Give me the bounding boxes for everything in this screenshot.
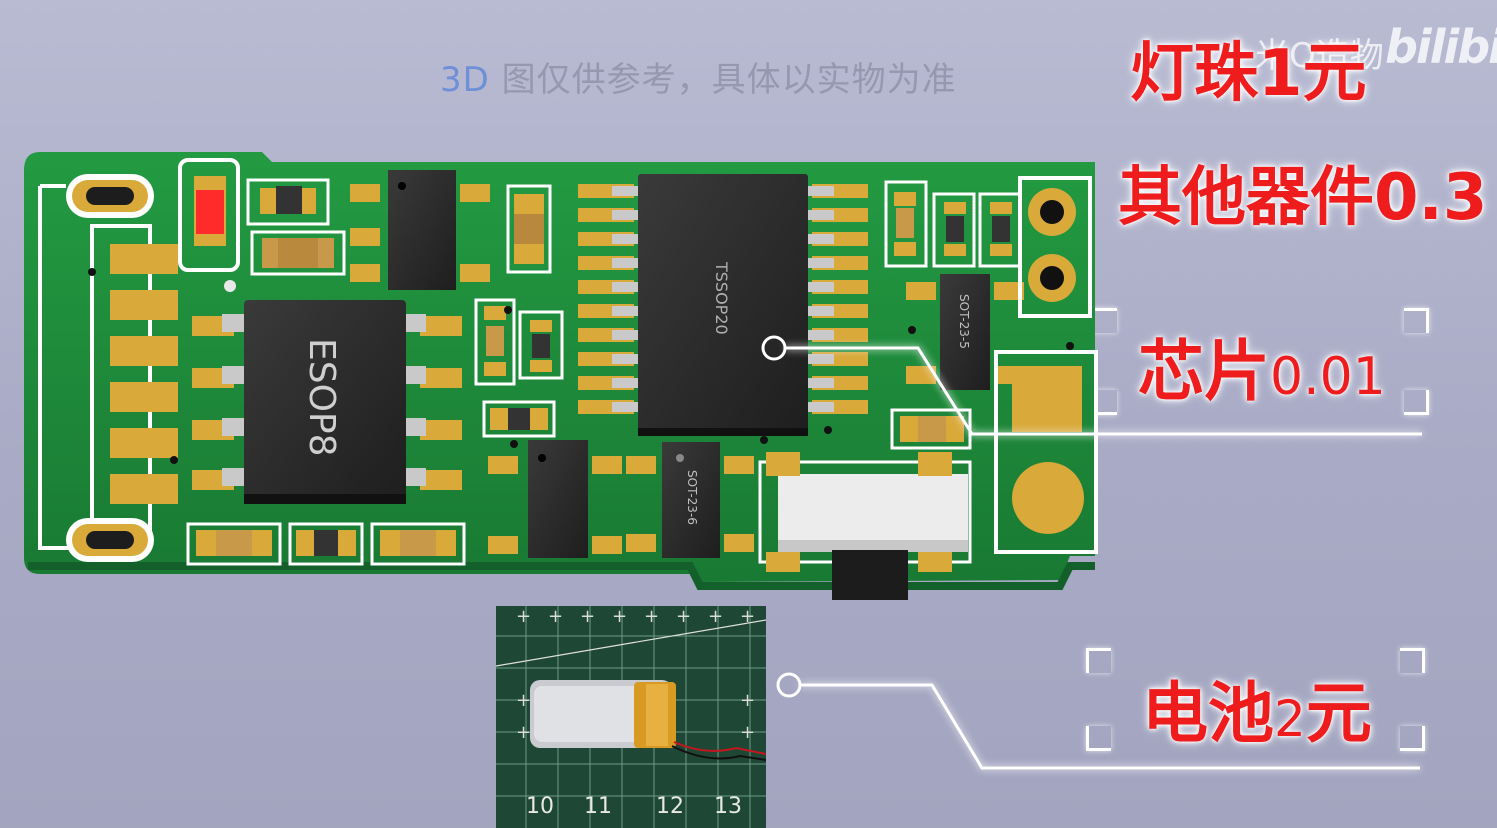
sot23-marking-a: SOT-23-6 bbox=[685, 470, 699, 525]
battery-bracket-tl bbox=[1086, 648, 1111, 673]
ruler-tick-10: 10 bbox=[526, 794, 554, 819]
svg-text:+: + bbox=[740, 606, 755, 627]
led-price-label: 灯珠1元 bbox=[1130, 37, 1367, 111]
svg-text:+: + bbox=[740, 690, 755, 711]
callout-chip bbox=[761, 335, 1422, 436]
svg-text:+: + bbox=[676, 606, 691, 627]
svg-text:+: + bbox=[548, 606, 563, 627]
through-hole-pins bbox=[1018, 176, 1092, 318]
sot23-right: SOT-23-5 bbox=[906, 274, 1024, 390]
mount-slot-bottom bbox=[66, 518, 154, 562]
bilibili-logo: bilibili bbox=[1385, 20, 1497, 74]
svg-text:+: + bbox=[612, 606, 627, 627]
svg-text:+: + bbox=[740, 722, 755, 743]
sot-top bbox=[350, 170, 490, 290]
chip-label-main: 芯片 bbox=[1138, 333, 1270, 410]
ruler-tick-13: 13 bbox=[714, 794, 742, 819]
svg-text:+: + bbox=[516, 690, 531, 711]
passives-mid bbox=[474, 298, 564, 438]
sot23-middle: SOT-23-6 bbox=[626, 442, 754, 558]
svg-text:+: + bbox=[516, 606, 531, 627]
svg-text:+: + bbox=[708, 606, 723, 627]
slide-switch bbox=[758, 452, 972, 600]
ruler-tick-11: 11 bbox=[584, 794, 612, 819]
esop8-marking: ESOP8 bbox=[301, 338, 342, 457]
vias bbox=[88, 268, 1074, 464]
reference-caption: 3D 图仅供参考，具体以实物为准 bbox=[440, 52, 957, 101]
sot-bottom-left bbox=[488, 440, 622, 558]
edge-pads bbox=[110, 244, 178, 504]
battery-pads bbox=[994, 350, 1098, 554]
chip-bracket-br bbox=[1404, 390, 1429, 415]
smd-top-group bbox=[246, 178, 346, 276]
battery-bracket-tr bbox=[1400, 648, 1425, 673]
chip-bracket-tr bbox=[1404, 308, 1429, 333]
channel-watermark: 米O造物 bbox=[1255, 36, 1384, 76]
svg-text:+: + bbox=[644, 606, 659, 627]
tssop20-chip: TSSOP20 bbox=[638, 174, 808, 436]
caption-lead: 3D bbox=[440, 60, 490, 100]
svg-text:+: + bbox=[516, 722, 531, 743]
esop8-chip: ESOP8 bbox=[192, 300, 462, 504]
chip-label-price: 0.01 bbox=[1270, 347, 1386, 407]
ruler-tick-12: 12 bbox=[656, 794, 684, 819]
led-bead bbox=[196, 190, 224, 234]
chip-price-label: 芯片0.01 bbox=[1138, 318, 1386, 414]
tssop20-marking: TSSOP20 bbox=[712, 261, 731, 335]
svg-text:+: + bbox=[580, 606, 595, 627]
bottom-resistors bbox=[186, 522, 466, 566]
sot23-marking-b: SOT-23-5 bbox=[957, 294, 971, 349]
mount-slot-top bbox=[66, 174, 154, 218]
caption-text: 图仅供参考，具体以实物为准 bbox=[489, 60, 957, 100]
battery-photo: + + + + + + + + + + + + 10 11 12 13 bbox=[496, 606, 766, 828]
other-parts-price-label: 其他器件0.3 bbox=[1118, 161, 1488, 235]
